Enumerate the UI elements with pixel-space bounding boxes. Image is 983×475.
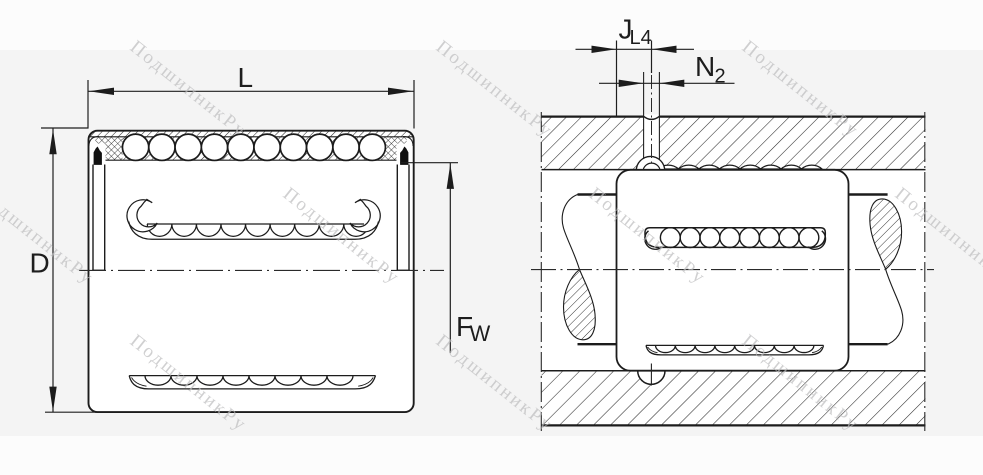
svg-text:2: 2 [715, 66, 726, 88]
svg-text:L: L [238, 62, 254, 93]
svg-text:W: W [470, 321, 491, 346]
svg-text:F: F [456, 311, 473, 342]
svg-text:D: D [30, 248, 50, 279]
svg-text:J: J [619, 14, 633, 45]
svg-text:L4: L4 [630, 27, 652, 49]
svg-text:N: N [695, 51, 715, 82]
